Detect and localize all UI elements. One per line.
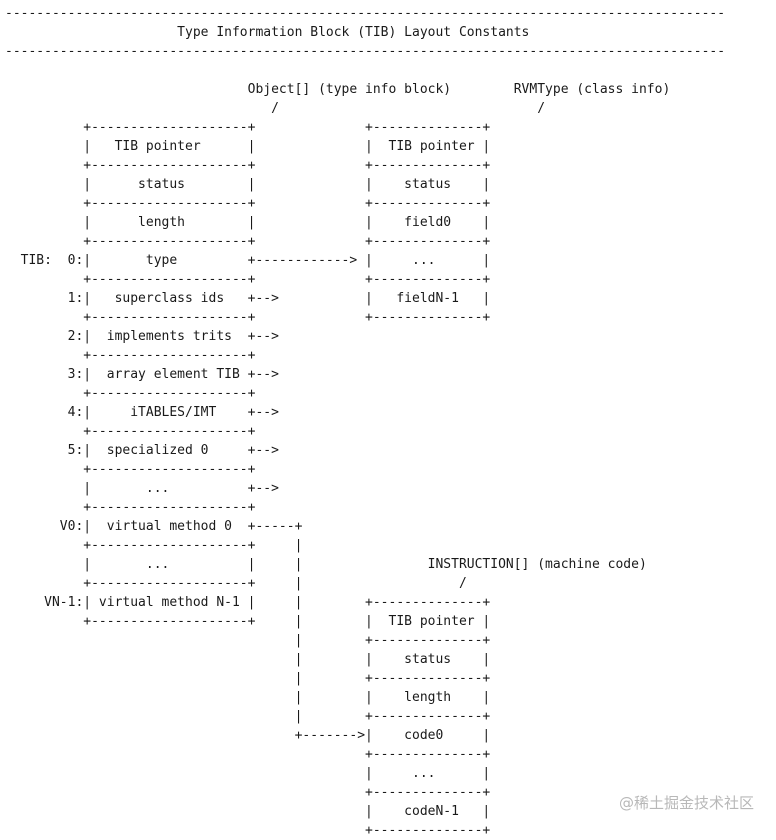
- tib-layout-ascii-diagram: ----------------------------------------…: [5, 4, 725, 840]
- diagram-line: +--------------------+ +--------------+: [5, 272, 491, 287]
- diagram-line: | ... |: [5, 766, 491, 781]
- diagram-line: +--------------------+ +--------------+: [5, 196, 491, 211]
- diagram-line: +--------------------+ +--------------+: [5, 310, 491, 325]
- diagram-line: | +--------------+: [5, 709, 491, 724]
- diagram-line: | +--------------+: [5, 671, 491, 686]
- diagram-line: | length | | field0 |: [5, 215, 491, 230]
- diagram-line: | +--------------+: [5, 633, 491, 648]
- diagram-line: 4:| iTABLES/IMT +-->: [5, 405, 279, 420]
- diagram-line: +--------------+: [5, 785, 491, 800]
- diagram-line: +--------------------+ +--------------+: [5, 120, 491, 135]
- diagram-line: | status | | status |: [5, 177, 491, 192]
- diagram-line: | codeN-1 |: [5, 804, 491, 819]
- diagram-line: | | length |: [5, 690, 491, 705]
- diagram-line: | | status |: [5, 652, 491, 667]
- diagram-line: 5:| specialized 0 +-->: [5, 443, 279, 458]
- diagram-line: | TIB pointer | | TIB pointer |: [5, 139, 491, 154]
- diagram-line: +--------------------+: [5, 462, 256, 477]
- diagram-line: 2:| implements trits +-->: [5, 329, 279, 344]
- diagram-line: VN-1:| virtual method N-1 | | +---------…: [5, 595, 491, 610]
- diagram-line: | ... +-->: [5, 481, 279, 496]
- diagram-line: +--------------------+ | /: [5, 576, 467, 591]
- diagram-line: +--------------+: [5, 823, 491, 838]
- diagram-line: +--------------------+: [5, 386, 256, 401]
- diagram-line: +--------------------+ +--------------+: [5, 234, 491, 249]
- diagram-line: +--------------------+ | | TIB pointer |: [5, 614, 491, 629]
- diagram-line: 3:| array element TIB +-->: [5, 367, 279, 382]
- watermark: @稀土掘金技术社区: [618, 794, 754, 812]
- diagram-line: ----------------------------------------…: [5, 6, 726, 21]
- diagram-line: +--------------------+: [5, 500, 256, 515]
- diagram-line: +------->| code0 |: [5, 728, 491, 743]
- diagram-line: +--------------------+ +--------------+: [5, 158, 491, 173]
- diagram-line: 1:| superclass ids +--> | fieldN-1 |: [5, 291, 491, 306]
- diagram-line: | ... | | INSTRUCTION[] (machine code): [5, 557, 647, 572]
- diagram-line: +--------------------+: [5, 348, 256, 363]
- diagram-line: +--------------------+: [5, 424, 256, 439]
- diagram-title: Type Information Block (TIB) Layout Cons…: [5, 25, 530, 40]
- diagram-line: V0:| virtual method 0 +-----+: [5, 519, 303, 534]
- diagram-line: / /: [5, 101, 546, 116]
- diagram-line: +--------------+: [5, 747, 491, 762]
- diagram-line: Object[] (type info block) RVMType (clas…: [5, 82, 671, 97]
- diagram-line: ----------------------------------------…: [5, 44, 726, 59]
- diagram-line: TIB: 0:| type +------------> | ... |: [5, 253, 491, 268]
- diagram-line: +--------------------+ |: [5, 538, 303, 553]
